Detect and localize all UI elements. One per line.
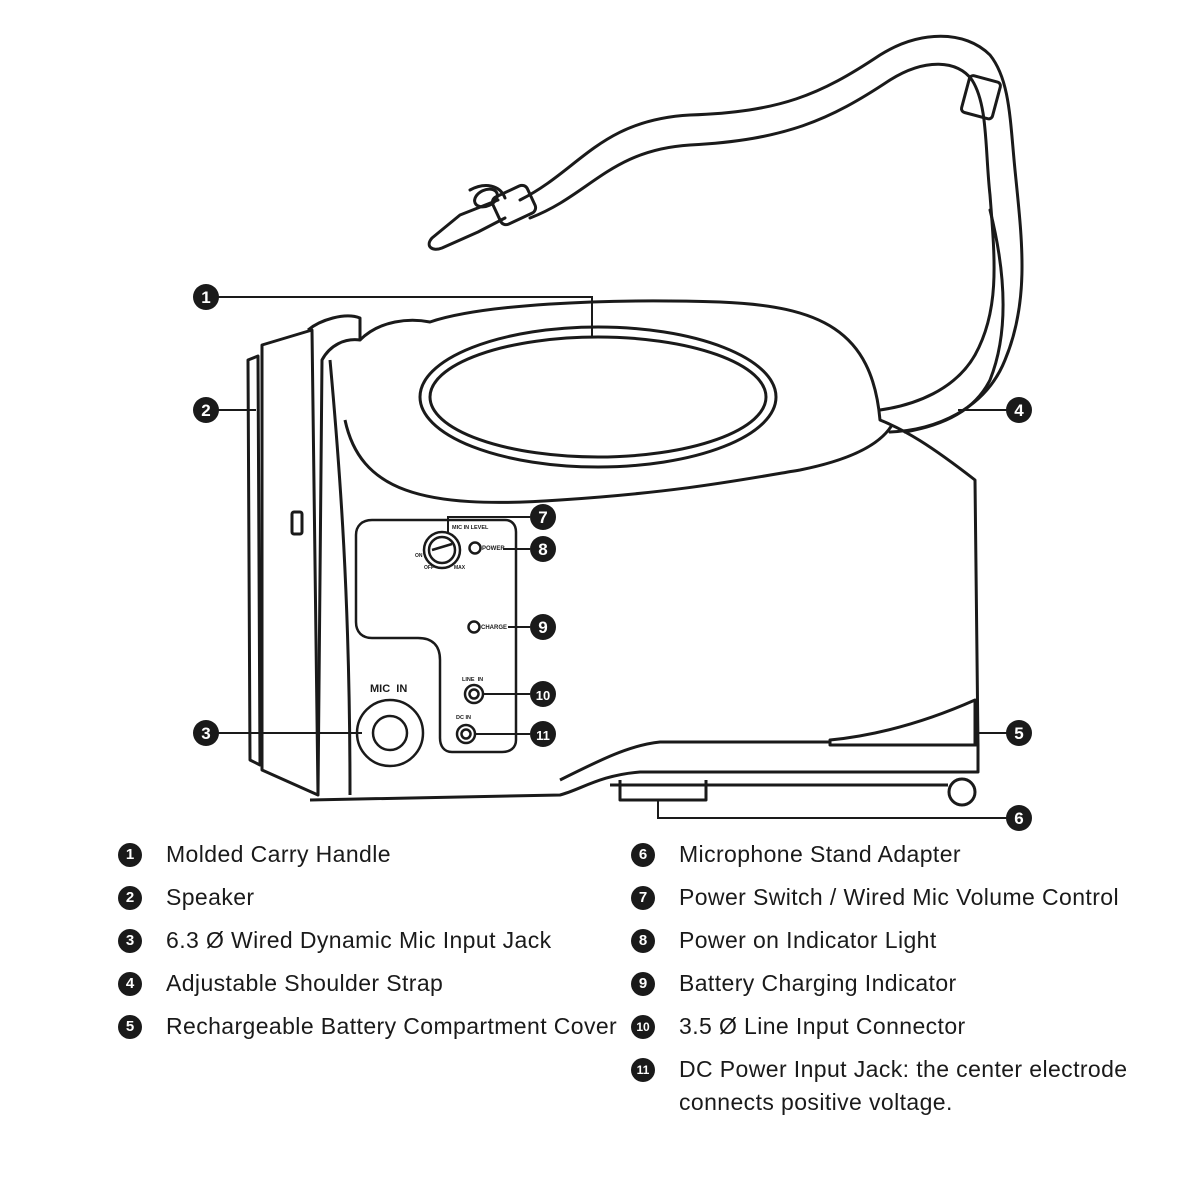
legend-text: 6.3 Ø Wired Dynamic Mic Input Jack: [166, 927, 552, 953]
callout-6: 6: [1006, 805, 1032, 831]
legend-number: 9: [631, 972, 655, 996]
callout-badge: [530, 614, 556, 640]
mic-in-label: MIC IN: [370, 683, 407, 695]
dc-in-label: DC IN: [456, 715, 471, 721]
max-label: MAX: [454, 565, 466, 571]
callout-badge: [530, 721, 556, 747]
legend-number: 2: [118, 886, 142, 910]
callout-layer: 1 2 3 4 5 6 7 8 9 10 11: [193, 284, 1032, 831]
callout-badge: [1006, 805, 1032, 831]
callout-badge: [530, 681, 556, 707]
callout-badge: [1006, 397, 1032, 423]
speaker-front: [246, 328, 320, 797]
legend-number: 11: [631, 1058, 655, 1082]
legend-number: 1: [118, 843, 142, 867]
callout-number: 5: [1014, 724, 1023, 743]
callout-badge: [530, 504, 556, 530]
legend-number: 7: [631, 886, 655, 910]
device-body: [307, 299, 980, 807]
callout-5: 5: [1006, 720, 1032, 746]
callout-2: 2: [193, 397, 219, 423]
callout-4: 4: [1006, 397, 1032, 423]
legend-text: Adjustable Shoulder Strap: [166, 970, 444, 996]
charge-label: CHARGE: [481, 625, 507, 631]
line-in-label: LINE IN: [462, 677, 483, 683]
legend-left: 1 Molded Carry Handle 2 Speaker 3 6.3 Ø …: [118, 838, 638, 1053]
legend-item: 11 DC Power Input Jack: the center elect…: [631, 1053, 1151, 1119]
callout-10: 10: [530, 681, 556, 707]
legend-text: Power on Indicator Light: [679, 927, 937, 953]
legend-item: 8 Power on Indicator Light: [631, 924, 1151, 957]
callout-8: 8: [530, 536, 556, 562]
legend-number: 6: [631, 843, 655, 867]
legend-text: Rechargeable Battery Compartment Cover: [166, 1013, 618, 1039]
legend-item: 4 Adjustable Shoulder Strap: [118, 967, 638, 1000]
leader-lines: [218, 296, 1007, 819]
on-label: ON: [415, 553, 423, 559]
legend-number: 10: [631, 1015, 655, 1039]
control-panel: [354, 518, 518, 768]
callout-number: 8: [538, 540, 547, 559]
power-label: POWER: [482, 546, 505, 552]
callout-number: 4: [1014, 401, 1024, 420]
legend-number: 8: [631, 929, 655, 953]
legend-item: 9 Battery Charging Indicator: [631, 967, 1151, 1000]
legend-item: 1 Molded Carry Handle: [118, 838, 638, 871]
legend-text: 3.5 Ø Line Input Connector: [679, 1013, 966, 1039]
off-label: OFF: [424, 565, 434, 571]
legend-item: 5 Rechargeable Battery Compartment Cover: [118, 1010, 638, 1043]
shoulder-strap: [427, 34, 1024, 434]
callout-number: 2: [201, 401, 210, 420]
mic-level-label: MIC IN LEVEL: [452, 525, 489, 531]
callout-7: 7: [530, 504, 556, 530]
callout-number: 11: [536, 728, 550, 743]
callout-number: 10: [536, 688, 550, 703]
callout-badge: [193, 720, 219, 746]
legend-number: 3: [118, 929, 142, 953]
legend-item: 10 3.5 Ø Line Input Connector: [631, 1010, 1151, 1043]
callout-badge: [1006, 720, 1032, 746]
callout-9: 9: [530, 614, 556, 640]
callout-3: 3: [193, 720, 219, 746]
callout-number: 3: [201, 724, 210, 743]
callout-number: 9: [538, 618, 547, 637]
legend-item: 2 Speaker: [118, 881, 638, 914]
callout-badge: [193, 397, 219, 423]
legend-text: Molded Carry Handle: [166, 841, 391, 867]
callout-badge: [193, 284, 219, 310]
legend-text: Microphone Stand Adapter: [679, 841, 961, 867]
callout-badge: [530, 536, 556, 562]
callout-number: 6: [1014, 809, 1023, 828]
legend-right: 6 Microphone Stand Adapter 7 Power Switc…: [631, 838, 1151, 1129]
legend-item: 3 6.3 Ø Wired Dynamic Mic Input Jack: [118, 924, 638, 957]
legend-item: 7 Power Switch / Wired Mic Volume Contro…: [631, 881, 1151, 914]
callout-11: 11: [530, 721, 556, 747]
legend-text: DC Power Input Jack: the center electrod…: [679, 1056, 1128, 1115]
legend-text: Speaker: [166, 884, 255, 910]
legend-number: 5: [118, 1015, 142, 1039]
callout-1: 1: [193, 284, 219, 310]
legend-item: 6 Microphone Stand Adapter: [631, 838, 1151, 871]
legend-number: 4: [118, 972, 142, 996]
callout-number: 1: [201, 288, 210, 307]
legend-text: Battery Charging Indicator: [679, 970, 957, 996]
carry-handle: [418, 325, 778, 469]
device-diagram: MIC IN MIC IN LEVEL ON OFF MAX POWER CHA…: [193, 34, 1032, 831]
legend-text: Power Switch / Wired Mic Volume Control: [679, 884, 1119, 910]
callout-number: 7: [538, 508, 547, 527]
